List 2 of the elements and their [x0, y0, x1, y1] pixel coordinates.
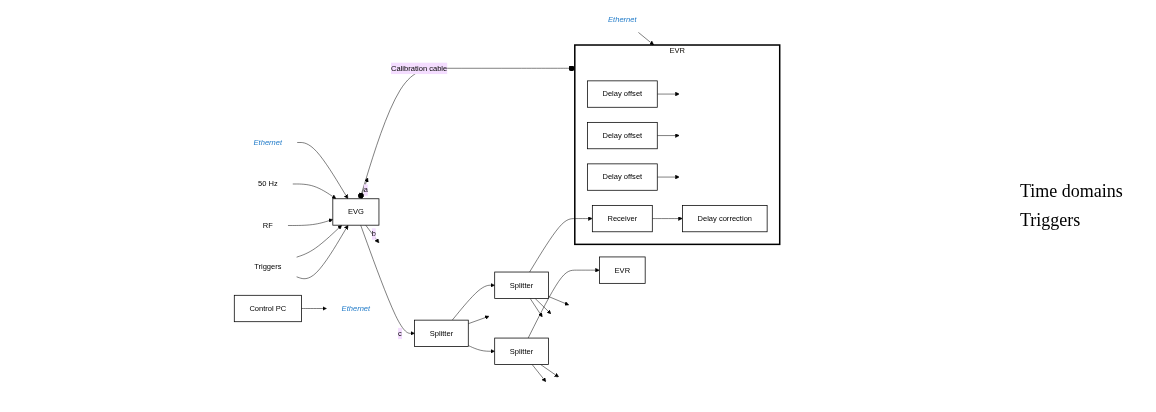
annotation-text: Time domains	[1020, 181, 1124, 202]
annotation-text: Triggers	[1020, 210, 1082, 231]
